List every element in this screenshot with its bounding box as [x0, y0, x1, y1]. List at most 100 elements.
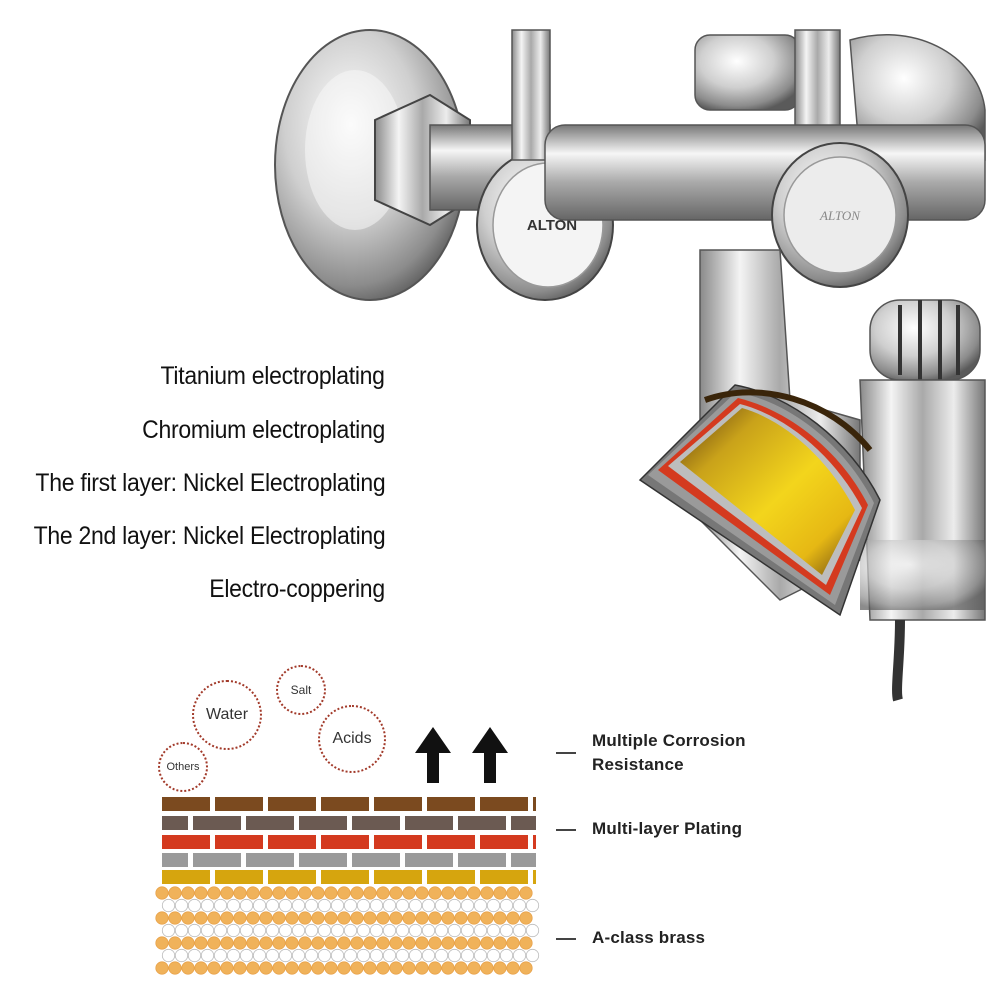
layer-label-titanium: Titanium electroplating	[160, 362, 385, 390]
brass-particle	[194, 911, 208, 925]
brick	[511, 816, 536, 830]
brass-particle	[155, 886, 169, 900]
bubble-acids-label: Acids	[332, 730, 372, 747]
brass-particle	[233, 886, 247, 900]
brass-particle	[350, 961, 364, 975]
brass-particle	[298, 911, 312, 925]
brass-particle	[428, 961, 442, 975]
brass-particle	[395, 923, 410, 938]
brass-particle	[454, 911, 468, 925]
brass-particle	[382, 923, 397, 938]
brass-particle	[207, 936, 221, 950]
brick	[480, 797, 528, 811]
brass-particle	[207, 911, 221, 925]
brass-particle	[337, 886, 351, 900]
brass-particle	[421, 948, 436, 963]
brass-particle	[298, 961, 312, 975]
brass-particle	[356, 948, 371, 963]
brass-particle	[454, 961, 468, 975]
brass-particle	[402, 911, 416, 925]
brass-particle	[389, 961, 403, 975]
brass-particle	[233, 936, 247, 950]
brass-particle	[415, 911, 429, 925]
annotation-a-class-brass: A-class brass	[592, 928, 706, 947]
brick	[480, 835, 528, 849]
brass-particle	[168, 936, 182, 950]
brass-particle	[285, 911, 299, 925]
brass-particle	[441, 911, 455, 925]
brick	[268, 835, 316, 849]
bubble-water-label: Water	[205, 706, 249, 723]
brick	[246, 853, 294, 867]
brick	[162, 870, 210, 884]
brass-particle	[278, 898, 293, 913]
brick	[299, 816, 347, 830]
brass-particle	[298, 936, 312, 950]
brass-particle	[187, 923, 202, 938]
brass-particle	[246, 961, 260, 975]
brass-particle	[155, 961, 169, 975]
brass-particle	[447, 898, 462, 913]
brick	[299, 853, 347, 867]
brass-particle	[493, 886, 507, 900]
brass-particle	[272, 886, 286, 900]
brass-particle	[181, 911, 195, 925]
brass-particle	[181, 961, 195, 975]
brick	[321, 835, 369, 849]
brass-particle	[506, 886, 520, 900]
brass-particle	[233, 961, 247, 975]
brass-particle	[259, 961, 273, 975]
brick	[352, 816, 400, 830]
brass-particle	[512, 898, 527, 913]
brass-particle	[155, 936, 169, 950]
brass-particle	[382, 898, 397, 913]
brass-particle	[317, 948, 332, 963]
brass-particle	[213, 948, 228, 963]
bubble-salt-label: Salt	[290, 683, 312, 697]
brass-particle	[408, 923, 423, 938]
brass-particle	[168, 911, 182, 925]
brass-particle	[363, 961, 377, 975]
arrow-up-icon	[415, 727, 451, 783]
brass-particle	[220, 886, 234, 900]
layer-label-chromium: Chromium electroplating	[142, 416, 385, 444]
brick	[533, 835, 536, 849]
brick	[374, 797, 422, 811]
brass-particle	[278, 948, 293, 963]
brass-particle	[200, 898, 215, 913]
brass-particle	[181, 936, 195, 950]
brass-particle	[304, 923, 319, 938]
right-handle-logo: ALTON	[819, 208, 861, 223]
upward-arrows	[415, 727, 508, 783]
brass-particle	[330, 948, 345, 963]
brass-particle	[200, 923, 215, 938]
brick	[321, 797, 369, 811]
brass-particle	[298, 886, 312, 900]
brass-particle	[454, 886, 468, 900]
brass-particle	[525, 898, 540, 913]
brass-particle	[356, 923, 371, 938]
brass-particle	[324, 911, 338, 925]
brass-particle	[324, 961, 338, 975]
brick	[374, 835, 422, 849]
brass-particle	[265, 898, 280, 913]
layer-label-copper: Electro-coppering	[209, 575, 385, 603]
brick	[511, 853, 536, 867]
brass-particle	[161, 923, 176, 938]
brass-particle	[285, 961, 299, 975]
brass-particle	[408, 948, 423, 963]
brick	[193, 853, 241, 867]
brass-particle	[207, 886, 221, 900]
brass-particle	[447, 948, 462, 963]
brass-particle	[252, 948, 267, 963]
brass-particle	[376, 961, 390, 975]
brass-particle	[291, 898, 306, 913]
brass-particle	[265, 948, 280, 963]
brick	[215, 835, 263, 849]
brass-particle	[259, 886, 273, 900]
brass-particle	[389, 911, 403, 925]
brass-particle	[285, 886, 299, 900]
brick	[268, 797, 316, 811]
